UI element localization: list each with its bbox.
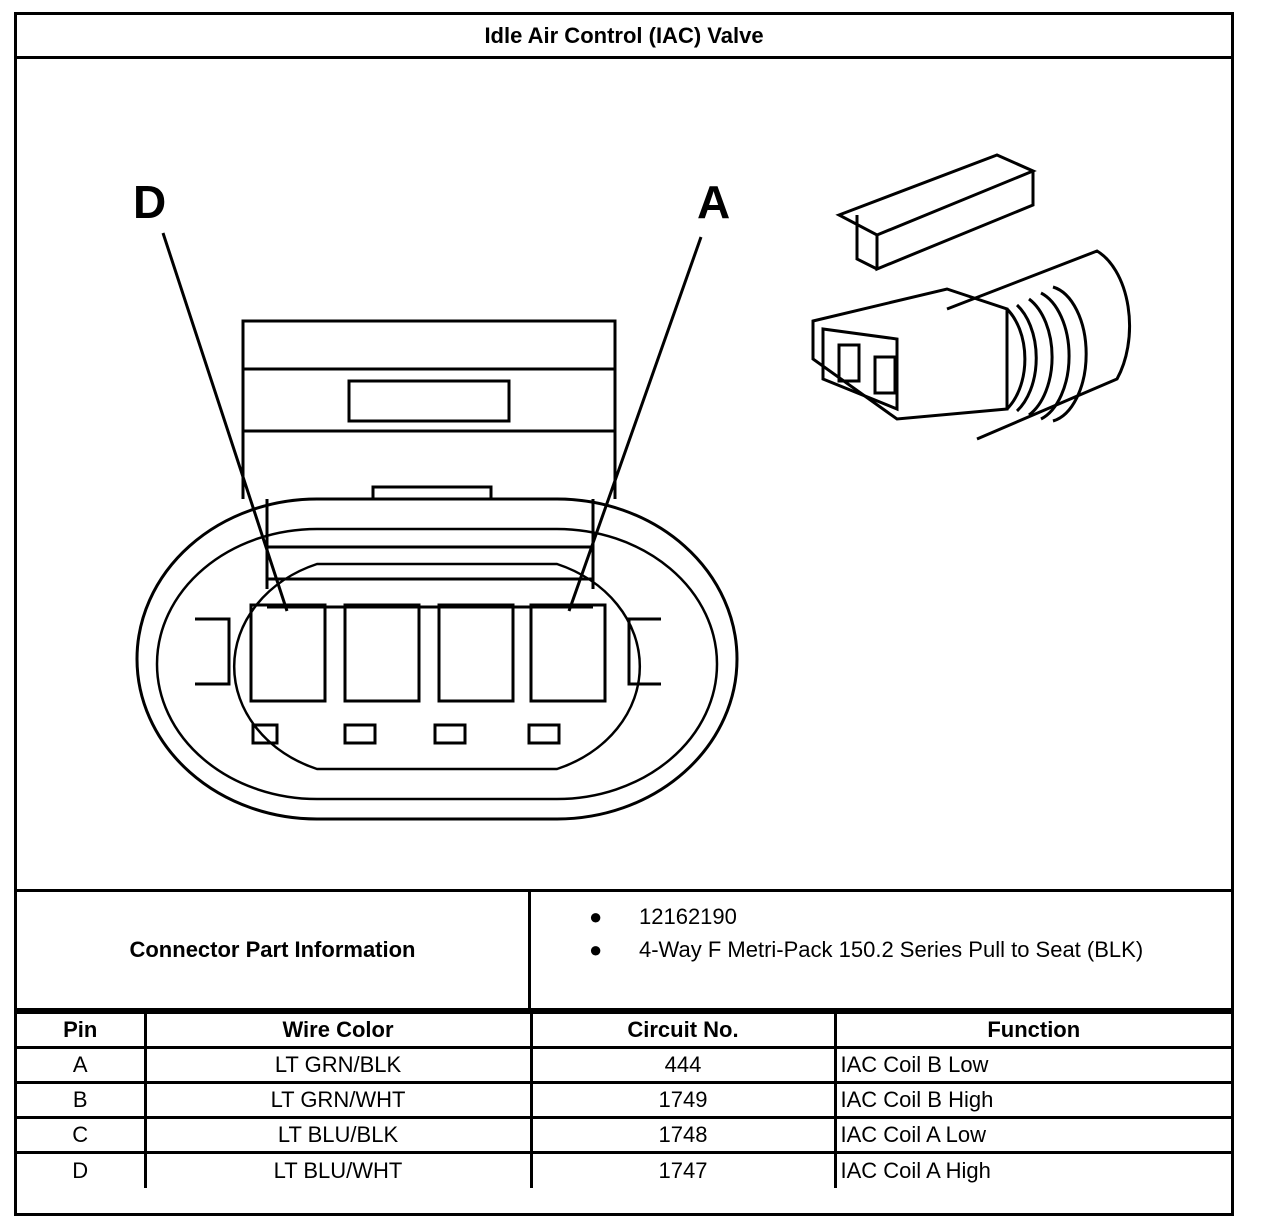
part-number-item: ● 12162190 bbox=[531, 900, 1143, 933]
wire-color-cell: LT GRN/BLK bbox=[143, 1046, 533, 1084]
latch-top bbox=[241, 319, 617, 371]
bullet-icon: ● bbox=[589, 904, 603, 929]
latch-window bbox=[347, 379, 511, 423]
table-row: D LT BLU/WHT 1747 IAC Coil A High bbox=[17, 1151, 1231, 1188]
connector-part-info-list: ● 12162190 ● 4-Way F Metri-Pack 150.2 Seri… bbox=[531, 900, 1143, 966]
bullet-icon: ● bbox=[589, 937, 603, 962]
pin-table: Pin Wire Color Circuit No. Function A LT… bbox=[17, 1011, 1231, 1188]
table-row: B LT GRN/WHT 1749 IAC Coil B High bbox=[17, 1081, 1231, 1119]
latch-housing bbox=[241, 319, 617, 433]
function-cell: IAC Coil B Low bbox=[833, 1046, 1231, 1084]
page-title: Idle Air Control (IAC) Valve bbox=[17, 15, 1231, 59]
header-circuit-no: Circuit No. bbox=[529, 1011, 837, 1049]
connector-diagram: D A bbox=[17, 59, 1231, 889]
function-cell: IAC Coil A Low bbox=[833, 1116, 1231, 1154]
pin-cell: B bbox=[17, 1081, 147, 1119]
pin-table-header: Pin Wire Color Circuit No. Function bbox=[17, 1011, 1231, 1049]
connector-cavity bbox=[233, 562, 641, 771]
header-pin: Pin bbox=[17, 1011, 147, 1049]
circuit-cell: 444 bbox=[529, 1046, 837, 1084]
pin-cavity-a bbox=[529, 603, 607, 703]
leader-line-d bbox=[161, 232, 289, 612]
connector-sheet: Idle Air Control (IAC) Valve bbox=[14, 12, 1234, 1216]
wire-color-cell: LT GRN/WHT bbox=[143, 1081, 533, 1119]
table-row: C LT BLU/BLK 1748 IAC Coil A Low bbox=[17, 1116, 1231, 1154]
wire-color-cell: LT BLU/BLK bbox=[143, 1116, 533, 1154]
leader-line-a bbox=[567, 236, 703, 612]
connector-outer-shell bbox=[135, 497, 739, 821]
pin-cavity-c bbox=[343, 603, 421, 703]
circuit-cell: 1749 bbox=[529, 1081, 837, 1119]
wire-color-cell: LT BLU/WHT bbox=[143, 1151, 533, 1188]
pin-label-a: A bbox=[697, 176, 731, 228]
circuit-cell: 1747 bbox=[529, 1151, 837, 1188]
function-cell: IAC Coil B High bbox=[833, 1081, 1231, 1119]
connector-part-info-label: Connector Part Information bbox=[17, 892, 531, 1008]
pin-cavity-d bbox=[249, 603, 327, 703]
pin-label-d: D bbox=[133, 176, 167, 228]
connector-inner-shell bbox=[155, 527, 719, 801]
pin-cavity-b bbox=[437, 603, 515, 703]
header-wire-color: Wire Color bbox=[143, 1011, 533, 1049]
connector-housing-icon bbox=[811, 153, 1132, 441]
connector-part-info: Connector Part Information ● 12162190 ● 4-… bbox=[17, 889, 1231, 1011]
pin-cell: C bbox=[17, 1116, 147, 1154]
pin-cell: D bbox=[17, 1151, 147, 1188]
connector-face-drawing bbox=[135, 153, 1132, 821]
part-description-item: ● 4-Way F Metri-Pack 150.2 Series Pull to… bbox=[531, 933, 1143, 966]
part-number: 12162190 bbox=[639, 904, 737, 929]
table-row: A LT GRN/BLK 444 IAC Coil B Low bbox=[17, 1046, 1231, 1084]
header-function: Function bbox=[833, 1011, 1231, 1049]
circuit-cell: 1748 bbox=[529, 1116, 837, 1154]
part-description: 4-Way F Metri-Pack 150.2 Series Pull to … bbox=[639, 937, 1144, 962]
function-cell: IAC Coil A High bbox=[833, 1151, 1231, 1188]
pin-cell: A bbox=[17, 1046, 147, 1084]
